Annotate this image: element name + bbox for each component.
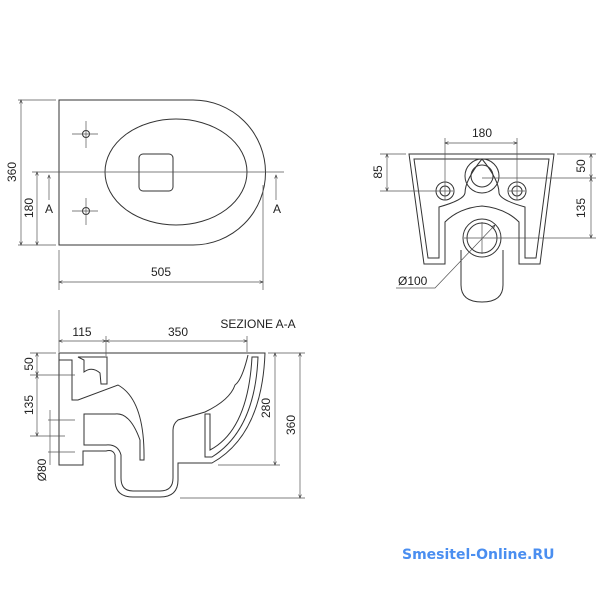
dim-180-front-label: 180 (472, 126, 492, 140)
inlet-channel (77, 356, 108, 385)
trap (460, 250, 504, 303)
drain-square (138, 153, 174, 192)
dim-280-label: 280 (259, 398, 273, 418)
mounting-hole-bottom (72, 198, 98, 225)
dim-505-label: 505 (151, 265, 171, 279)
dim-115-label: 115 (72, 325, 91, 339)
water-inlet-lobe (464, 158, 500, 194)
outlet-diameter-label: Ø100 (398, 274, 428, 288)
dim-180-label: 180 (22, 198, 36, 218)
dim-360-section-label: 360 (284, 415, 298, 435)
bowl-outline (58, 99, 266, 246)
section-outer (58, 352, 266, 498)
dim-135-front-label: 135 (574, 198, 588, 218)
watermark: Smesitel-Online.RU (402, 547, 555, 563)
rear-outline (408, 153, 555, 265)
dim-360-label: 360 (5, 162, 19, 182)
water-inlet (470, 164, 494, 188)
outlet-leader (396, 225, 495, 289)
section-title: SEZIONE A-A (220, 317, 295, 331)
section-mark-left: A (45, 202, 53, 216)
dim-80-label: Ø80 (35, 458, 49, 481)
dim-350-label: 350 (168, 325, 188, 339)
bowl-inner (59, 354, 249, 492)
section-view: SEZIONE A-A 115 350 50 135 Ø80 280 360 (22, 310, 305, 498)
dim-135-section-label: 135 (22, 395, 36, 415)
top-view: 360 180 505 A A (5, 100, 284, 290)
dim-50-section-label: 50 (22, 357, 36, 371)
mounting-hole-top (72, 121, 98, 148)
dim-50-front-label: 50 (574, 159, 588, 173)
section-mark-right: A (273, 202, 281, 216)
rear-view: 180 85 50 135 Ø100 (371, 126, 596, 303)
dim-85-label: 85 (371, 165, 385, 179)
